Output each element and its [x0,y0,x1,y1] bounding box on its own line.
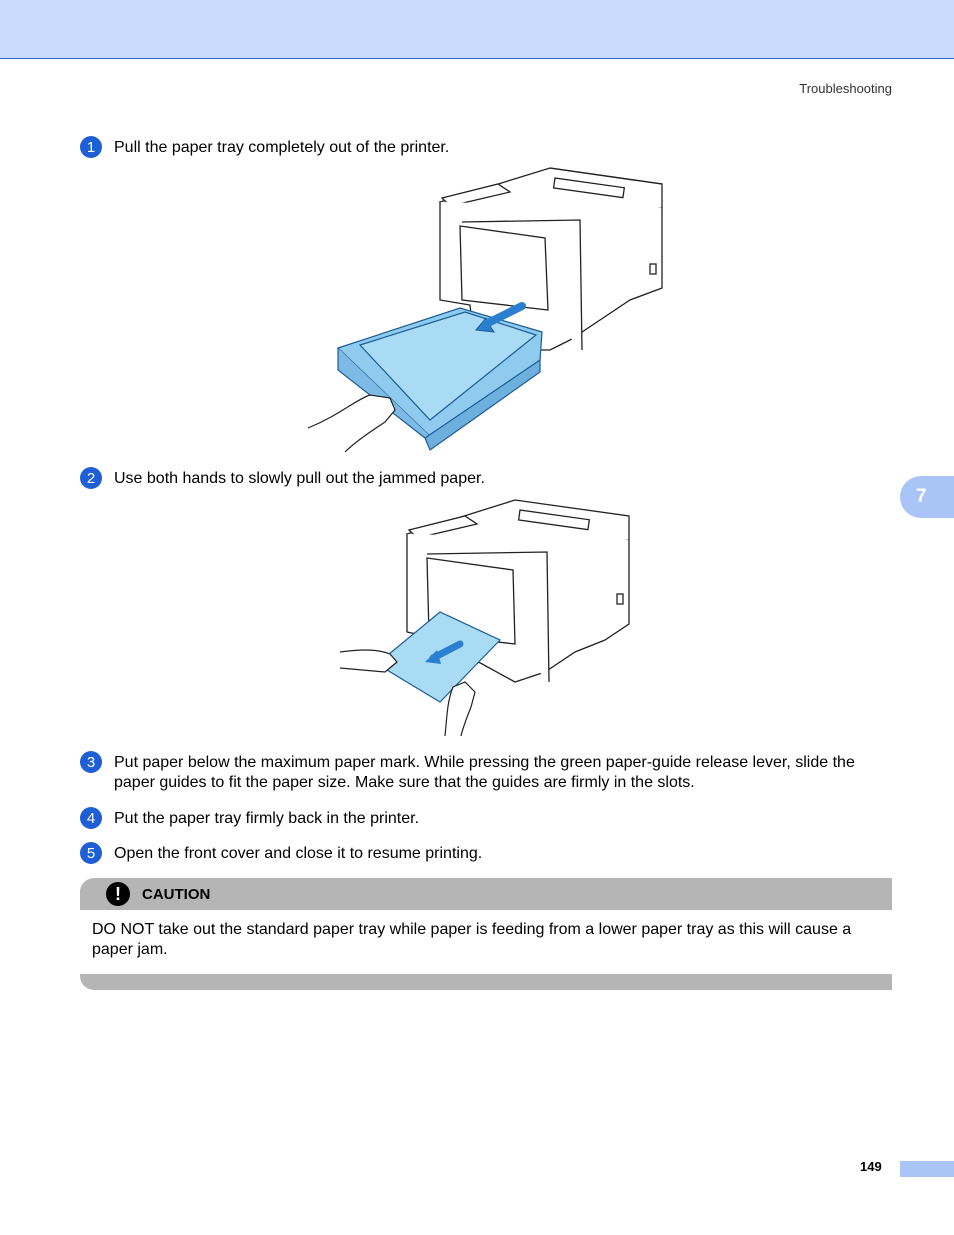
step-4: 4 Put the paper tray firmly back in the … [80,807,884,829]
page-number-bar [900,1161,954,1177]
chapter-tab[interactable]: 7 [900,476,954,518]
step-1: 1 Pull the paper tray completely out of … [80,136,884,158]
step-number: 5 [80,842,102,864]
step-number: 3 [80,751,102,773]
caution-title: CAUTION [142,885,211,903]
caution-box: ! CAUTION DO NOT take out the standard p… [80,878,892,990]
step-number: 1 [80,136,102,158]
step-5: 5 Open the front cover and close it to r… [80,842,884,864]
step-number: 2 [80,467,102,489]
printer-tray-out-illustration [307,167,663,453]
caution-text: DO NOT take out the standard paper tray … [92,921,852,958]
step-text: Put the paper tray firmly back in the pr… [114,810,420,827]
warning-icon: ! [106,882,130,906]
step-text: Pull the paper tray completely out of th… [114,139,450,156]
step-number: 4 [80,807,102,829]
section-title: Troubleshooting [799,81,892,96]
step-text: Put paper below the maximum paper mark. … [114,754,855,791]
step-3: 3 Put paper below the maximum paper mark… [80,751,884,793]
page-header-band [0,0,954,59]
step-text: Use both hands to slowly pull out the ja… [114,470,485,487]
caution-header: ! CAUTION [80,878,892,910]
jammed-paper-illustration [339,499,630,737]
page-number: 149 [860,1159,882,1174]
step-text: Open the front cover and close it to res… [114,845,483,862]
step-2: 2 Use both hands to slowly pull out the … [80,467,884,489]
caution-footer [80,974,892,990]
